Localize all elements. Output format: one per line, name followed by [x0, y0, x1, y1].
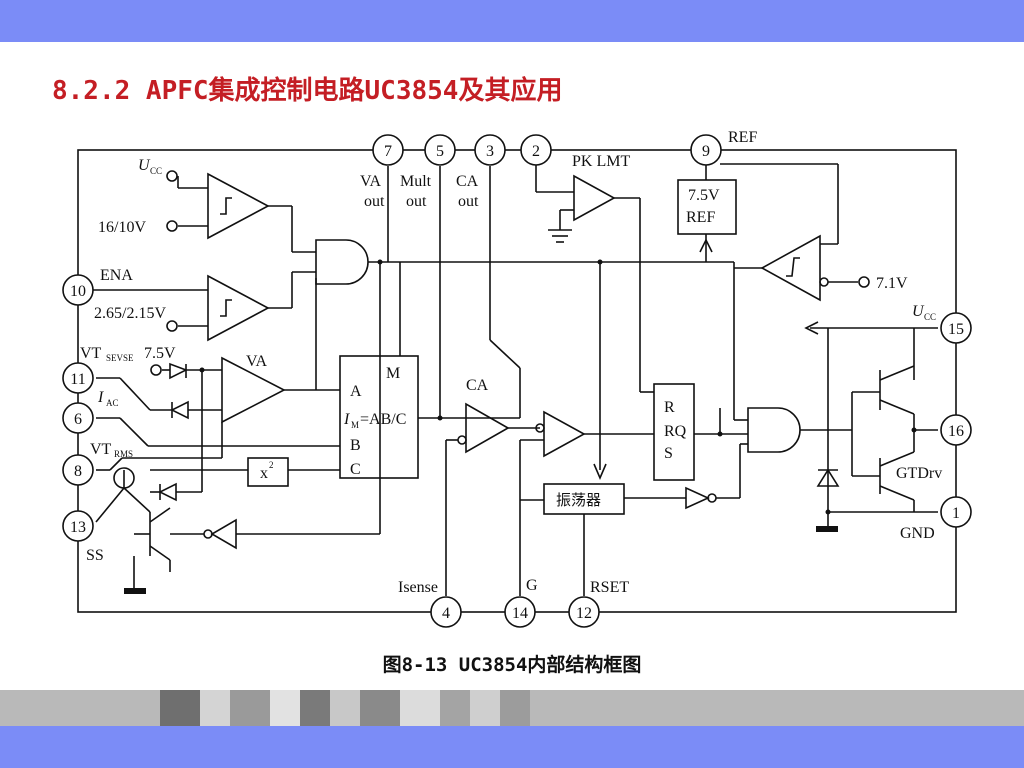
footer-bar: [0, 726, 1024, 768]
and-gate-top: [315, 239, 369, 285]
mult-eq-rest: =AB/C: [360, 411, 406, 428]
pin-label-ref: REF: [728, 129, 757, 146]
slide-title: 8.2.2 APFC集成控制电路UC3854及其应用: [52, 76, 563, 106]
pin-15: [940, 312, 972, 344]
pin-number: 11: [70, 371, 85, 388]
pin-label-ucc-right: U: [912, 303, 925, 320]
pin-11: [62, 362, 94, 394]
latch-rq-label: RQ: [664, 423, 687, 440]
pin-label-isense: Isense: [398, 579, 438, 596]
pin-label-ucc-right-sub: CC: [924, 312, 936, 322]
ref-block-bot: REF: [686, 209, 715, 226]
pin-number: 14: [512, 605, 528, 622]
uvlo-threshold-label: 16/10V: [98, 219, 146, 236]
pin-3: [474, 134, 506, 166]
pin-8: [62, 454, 94, 486]
square-exp: 2: [269, 460, 274, 470]
latch-r-label: R: [664, 399, 675, 416]
pin-number: 1: [952, 505, 960, 522]
pin-label-va-out-top: VA: [360, 173, 381, 190]
pin-number: 4: [442, 605, 450, 622]
chip-outline: [77, 149, 957, 613]
pin-14: [504, 596, 536, 628]
square-label: x: [260, 465, 268, 482]
pin-label-iac-sub: AC: [106, 398, 119, 408]
v71-label: 7.1V: [876, 275, 908, 292]
pin-label-g: G: [526, 577, 538, 594]
rs-latch: [653, 383, 695, 481]
pin-5: [424, 134, 456, 166]
ca-label: CA: [466, 377, 489, 394]
pin-label-vtrms-sub: RMS: [114, 449, 133, 459]
uvlo-comparator: [207, 172, 270, 240]
pin-12: [568, 596, 600, 628]
pin-label-gnd: GND: [900, 525, 935, 542]
mult-eq-sub: M: [351, 420, 359, 430]
mult-m-label: M: [386, 365, 400, 382]
latch-s-label: S: [664, 445, 673, 462]
pin-number: 16: [948, 423, 964, 440]
ref-block-top: 7.5V: [688, 187, 720, 204]
pin-label-ena: ENA: [100, 267, 133, 284]
multiplier-block: [339, 355, 419, 479]
va-amplifier: [221, 356, 286, 424]
pin-label-rset: RSET: [590, 579, 629, 596]
vref-7v5-label: 7.5V: [144, 345, 176, 362]
footer-photo-strip: [0, 690, 1024, 726]
pin-label-mult-out-top: Mult: [400, 173, 432, 190]
mult-b-label: B: [350, 437, 361, 454]
pin-6: [62, 402, 94, 434]
pin-number: 5: [436, 143, 444, 160]
pin-label-vtsense: VT: [80, 345, 102, 362]
oscillator-label: 振荡器: [556, 491, 601, 509]
ref-block: [677, 179, 737, 235]
mult-a-label: A: [350, 383, 362, 400]
ref-comparator: [760, 234, 821, 302]
mult-c-label: C: [350, 461, 361, 478]
pin-number: 10: [70, 283, 86, 300]
pin-9: [690, 134, 722, 166]
pklmt-comparator: [573, 174, 616, 222]
pin-1: [940, 496, 972, 528]
mult-eq-i: I: [343, 411, 350, 428]
ena-threshold-label: 2.65/2.15V: [94, 305, 166, 322]
pin-number: 15: [948, 321, 964, 338]
ena-comparator: [207, 274, 270, 342]
pin-label-ca-out-top: CA: [456, 173, 479, 190]
pin-16: [940, 414, 972, 446]
and-gate-output: [747, 407, 801, 453]
pin-label-gtdrv: GTDrv: [896, 465, 942, 482]
pin-2: [520, 134, 552, 166]
pin-label-mult-out-bot: out: [406, 193, 427, 210]
square-block: [247, 457, 289, 487]
pin-4: [430, 596, 462, 628]
pin-number: 13: [70, 519, 86, 536]
pin-label-vtrms: VT: [90, 441, 112, 458]
pin-label-vtsense-sub: SEVSE: [106, 353, 134, 363]
pin-number: 9: [702, 143, 710, 160]
pin-number: 12: [576, 605, 592, 622]
header-bar: [0, 0, 1024, 42]
ucc-sub: CC: [150, 166, 162, 176]
pin-label-iac: I: [97, 389, 104, 406]
va-label: VA: [246, 353, 267, 370]
pin-number: 6: [74, 411, 82, 428]
pin-10: [62, 274, 94, 306]
pin-number: 8: [74, 463, 82, 480]
pin-number: 2: [532, 143, 540, 160]
pin-number: 3: [486, 143, 494, 160]
figure-caption: 图8-13 UC3854内部结构框图: [382, 654, 642, 676]
pin-label-ss: SS: [86, 547, 104, 564]
ucc-label: U: [138, 157, 151, 174]
pwm-comparator: [543, 410, 586, 458]
pin-13: [62, 510, 94, 542]
pin-label-ca-out-bot: out: [458, 193, 479, 210]
pin-7: [372, 134, 404, 166]
pin-number: 7: [384, 143, 392, 160]
pin-label-va-out-bot: out: [364, 193, 385, 210]
pin-label-pklmt: PK LMT: [572, 153, 630, 170]
ca-amplifier: [465, 402, 510, 454]
